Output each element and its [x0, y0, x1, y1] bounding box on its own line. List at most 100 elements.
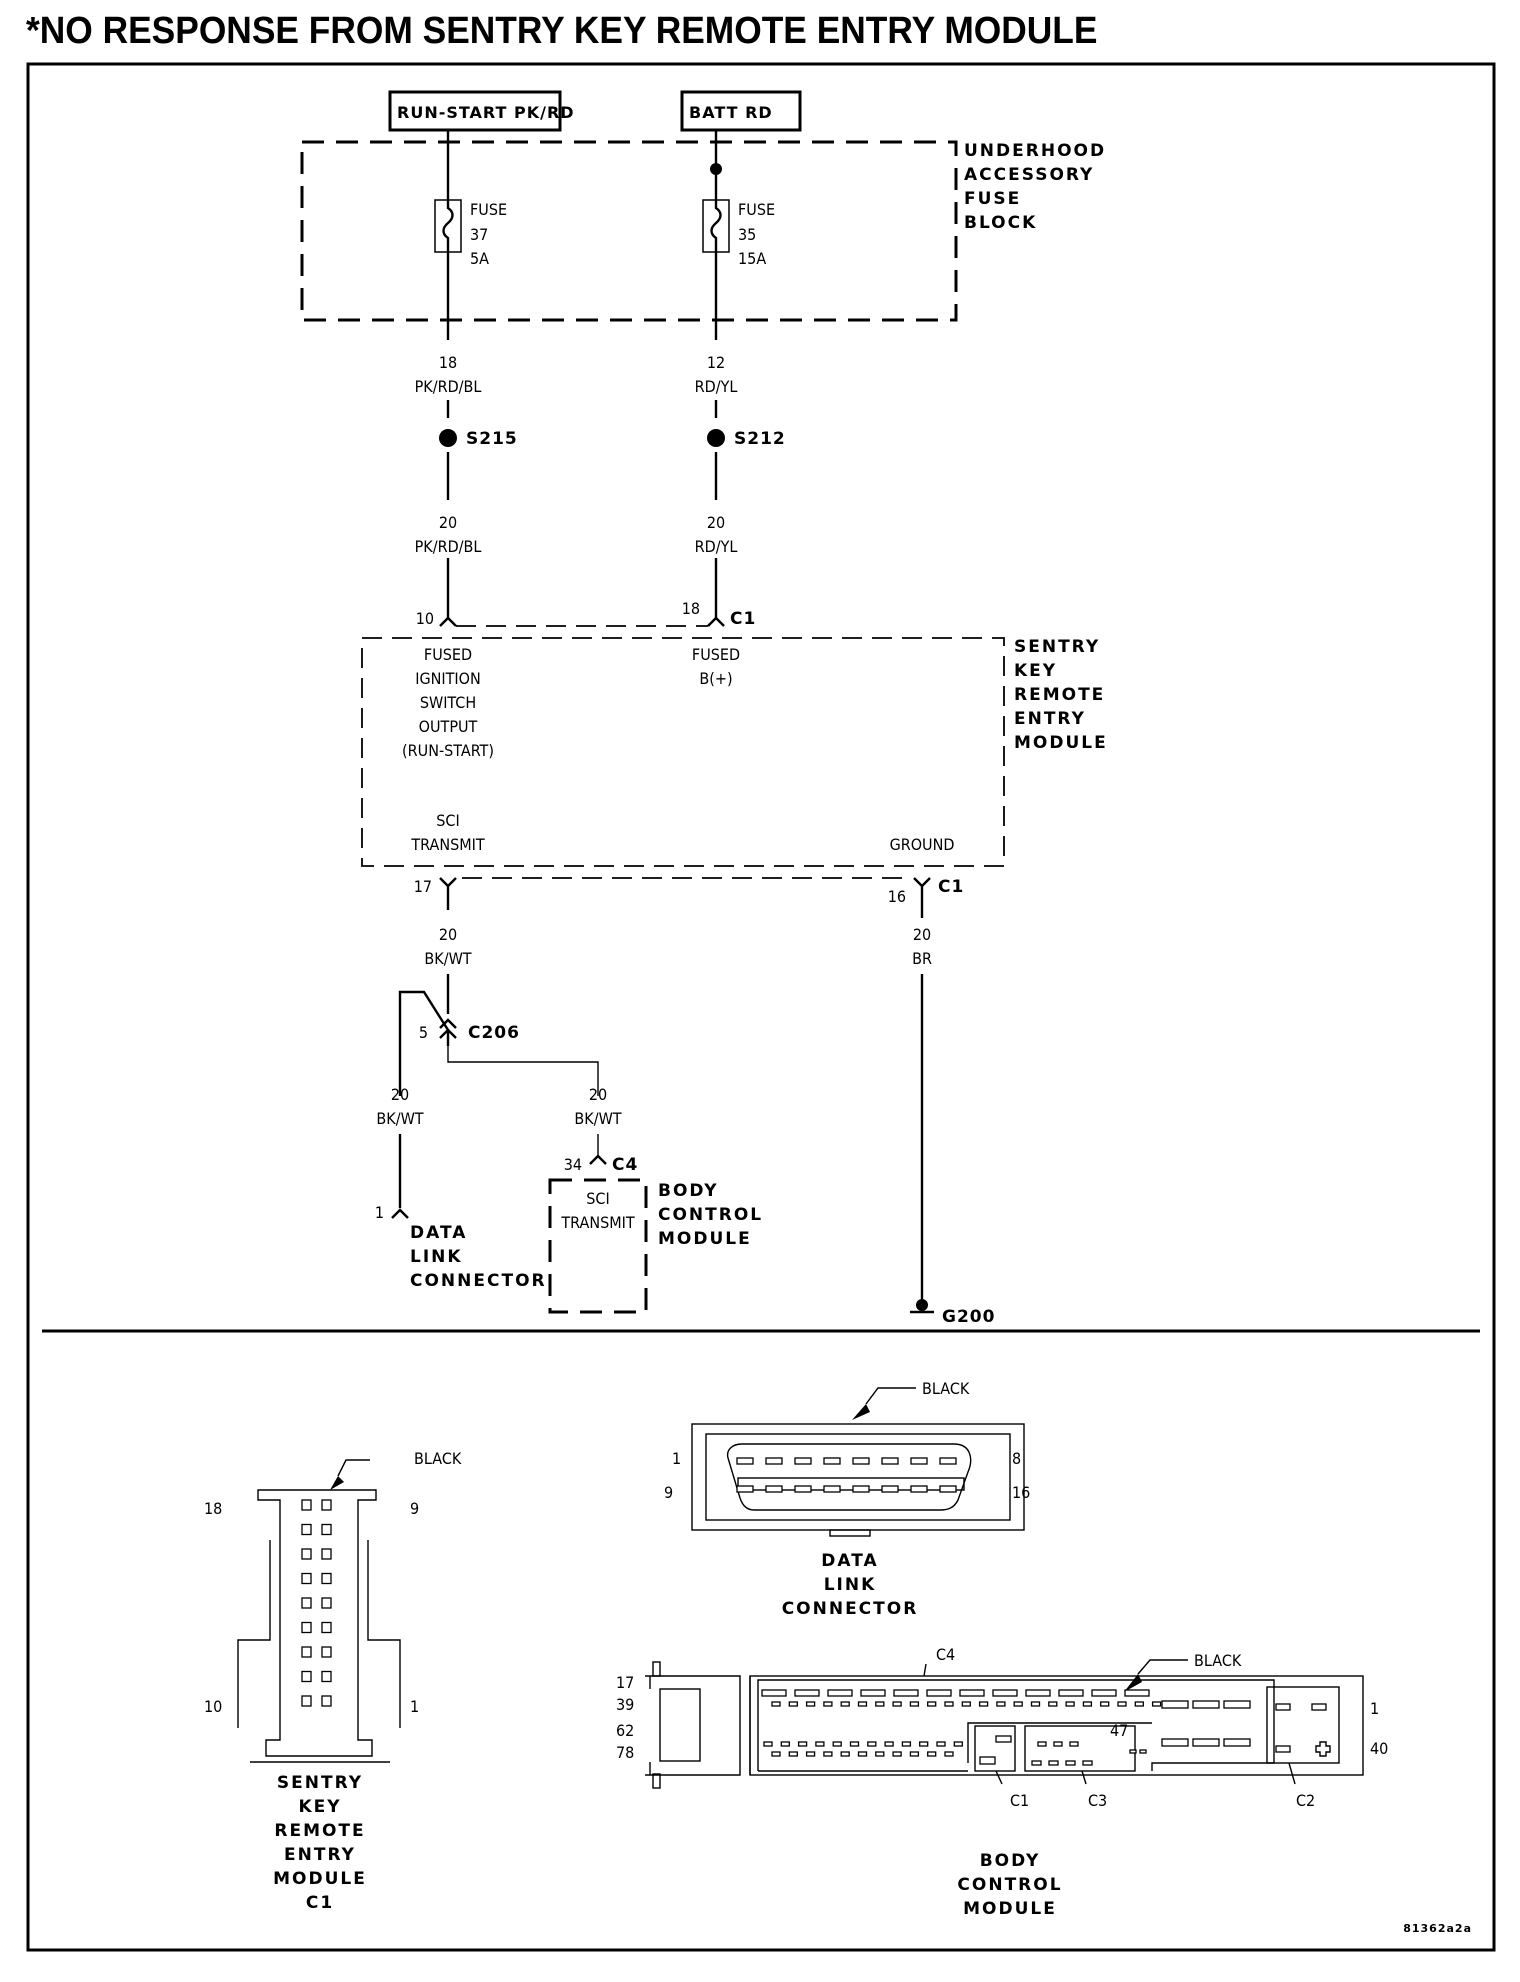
- wire-gauge-label: 20: [913, 925, 931, 944]
- pin-cavity: [1031, 1760, 1042, 1766]
- skrem-ign-circuit-label: FUSED IGNITION SWITCH OUTPUT (RUN-START): [402, 645, 494, 760]
- pin-cavity: [780, 1741, 790, 1747]
- pin-label: 17: [616, 1673, 634, 1692]
- dlc-center-key: [737, 1477, 965, 1491]
- pin-cavity: [1192, 1738, 1220, 1747]
- pin-cavity: [736, 1457, 754, 1465]
- pin-cavity: [1082, 1760, 1093, 1766]
- pin-cavity: [321, 1499, 332, 1511]
- pin-cavity: [321, 1646, 332, 1658]
- arrow-icon: [330, 1476, 344, 1490]
- bcm-c2-label: C2: [1296, 1791, 1315, 1810]
- pin-cavity: [1223, 1738, 1251, 1747]
- dlc-label: DATA LINK CONNECTOR: [410, 1223, 545, 1291]
- pin-label: 9: [410, 1499, 419, 1518]
- bcm-bracket-window: [659, 1688, 701, 1762]
- pin-cavity: [1117, 1701, 1127, 1707]
- dlc-trapezoid: [726, 1443, 972, 1511]
- skrem-module-outline: [361, 637, 1005, 867]
- wire-gauge-label: 20: [439, 925, 457, 944]
- pin-label: 17: [414, 877, 432, 896]
- pin-label: 1: [672, 1449, 681, 1468]
- fuse-block-label: UNDERHOOD ACCESSORY FUSE BLOCK: [964, 141, 1104, 233]
- bcm-c4-outline: [757, 1679, 1275, 1771]
- pin-cavity: [823, 1751, 833, 1757]
- batt-label: BATT RD: [689, 103, 773, 122]
- pin-cavity: [919, 1741, 929, 1747]
- pin-cavity: [823, 1701, 833, 1707]
- pin-cavity: [765, 1457, 783, 1465]
- fuse-37-rating: 5A: [470, 249, 489, 268]
- pin-cavity: [788, 1751, 798, 1757]
- pin-cavity: [797, 1741, 808, 1747]
- view-label-line: MODULE: [963, 1899, 1057, 1919]
- terminal-pin-17: [439, 877, 457, 888]
- fuse-block-label-line: ACCESSORY: [964, 165, 1094, 185]
- pin-cavity: [1192, 1700, 1220, 1709]
- circuit-label-line: TRANSMIT: [560, 1213, 635, 1232]
- pin-cavity: [301, 1695, 312, 1707]
- pin-cavity: [927, 1701, 937, 1707]
- wire-color-label: BK/WT: [424, 949, 471, 968]
- view-label-line: CONNECTOR: [782, 1599, 919, 1619]
- pin-cavity: [901, 1741, 912, 1747]
- splice-dot: [710, 163, 722, 175]
- bcm-housing: [749, 1675, 1364, 1776]
- pin-cavity: [321, 1695, 332, 1707]
- fuse-37-word: FUSE: [470, 200, 507, 219]
- leader-line: [1081, 1770, 1087, 1785]
- bcm-mount-tab: [652, 1661, 661, 1677]
- pin-cavity: [805, 1751, 816, 1757]
- pin-cavity: [881, 1457, 899, 1465]
- pin-cavity: [321, 1548, 332, 1560]
- power-pin-icon: [1315, 1741, 1331, 1757]
- wire-gauge-label: 20: [707, 513, 725, 532]
- pin-cavity: [1161, 1700, 1189, 1709]
- dlc-connector-view: BLACK 1 8 9 16 DATA LINK CONNECTOR: [664, 1379, 1030, 1619]
- pin-cavity: [794, 1689, 820, 1697]
- circuit-label-line: IGNITION: [415, 669, 481, 688]
- view-label-line: CONTROL: [957, 1875, 1062, 1895]
- terminal-bcm-pin-34: [589, 1154, 607, 1165]
- pin-cavity: [909, 1751, 920, 1757]
- bcm-c3-block: [1024, 1725, 1136, 1772]
- pin-label: 10: [416, 609, 434, 628]
- pin-cavity: [736, 1485, 754, 1493]
- circuit-label-line: SCI: [436, 811, 459, 830]
- pin-cavity: [763, 1741, 773, 1747]
- pin-cavity: [771, 1751, 781, 1757]
- terminal-pin-18: [707, 616, 725, 627]
- pin-label: 1: [1370, 1699, 1379, 1718]
- pin-cavity: [939, 1457, 957, 1465]
- circuit-label-line: TRANSMIT: [410, 835, 485, 854]
- bcm-label-line: MODULE: [658, 1229, 752, 1249]
- run-start-label: RUN-START PK/RD: [397, 103, 575, 122]
- pin-cavity: [1065, 1760, 1076, 1766]
- wire-gauge-label: 12: [707, 353, 725, 372]
- pin-cavity: [1151, 1701, 1162, 1707]
- leader-line: [1137, 1659, 1188, 1675]
- pin-cavity: [1030, 1701, 1041, 1707]
- pin-cavity: [909, 1701, 920, 1707]
- pin-label: 9: [664, 1483, 673, 1502]
- pin-cavity: [1100, 1701, 1110, 1707]
- fuse-block-label-line: FUSE: [964, 189, 1021, 209]
- pin-cavity: [794, 1457, 812, 1465]
- pin-label: 16: [888, 887, 906, 906]
- pin-cavity: [321, 1597, 332, 1609]
- figure-code: 81362a2a: [1403, 1922, 1472, 1935]
- pin-cavity: [926, 1689, 952, 1697]
- connector-color-label: BLACK: [414, 1449, 462, 1468]
- pin-cavity: [852, 1457, 870, 1465]
- pin-cavity: [953, 1741, 963, 1747]
- pin-cavity: [1065, 1701, 1075, 1707]
- terminal-pin-10: [439, 616, 457, 627]
- pin-label: 39: [616, 1695, 634, 1714]
- pin-cavity: [840, 1701, 850, 1707]
- connector-color-label: BLACK: [922, 1379, 970, 1398]
- wire-color-label: PK/RD/BL: [415, 537, 482, 556]
- leader-line: [1288, 1762, 1296, 1785]
- pin-cavity: [761, 1689, 787, 1697]
- pin-cavity: [875, 1701, 885, 1707]
- pin-cavity: [794, 1485, 812, 1493]
